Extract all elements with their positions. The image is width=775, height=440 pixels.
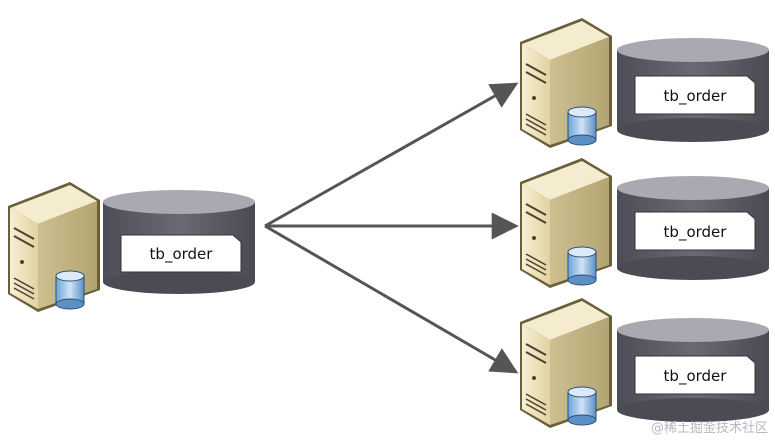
table-label: tb_order xyxy=(664,367,728,386)
table-label-box xyxy=(634,211,756,251)
arrow-to-target-1 xyxy=(264,82,519,228)
server-icon xyxy=(520,158,612,288)
target-node-2: tb_order xyxy=(520,158,769,288)
table-label: tb_order xyxy=(664,87,728,106)
source-node: tb_order xyxy=(8,182,255,312)
table-label: tb_order xyxy=(664,223,728,242)
database-icon xyxy=(567,386,597,426)
table-label-box xyxy=(634,355,756,395)
arrows xyxy=(264,82,519,374)
table-label-box xyxy=(634,75,756,115)
table-label-box xyxy=(120,234,242,273)
database-icon xyxy=(567,106,597,146)
table-label: tb_order xyxy=(150,245,214,264)
target-node-3: tb_order xyxy=(520,298,769,428)
target-node-1: tb_order xyxy=(520,18,769,148)
watermark-text: @稀土掘金技术社区 xyxy=(651,420,768,436)
table-cylinder: tb_order xyxy=(617,38,769,142)
table-cylinder: tb_order xyxy=(103,190,255,294)
server-icon xyxy=(520,18,612,148)
database-icon xyxy=(567,246,597,286)
server-icon xyxy=(8,182,100,312)
database-icon xyxy=(55,270,85,310)
table-cylinder: tb_order xyxy=(617,176,769,280)
server-icon xyxy=(520,298,612,428)
table-cylinder: tb_order xyxy=(617,318,769,422)
arrow-to-target-3 xyxy=(264,224,519,374)
